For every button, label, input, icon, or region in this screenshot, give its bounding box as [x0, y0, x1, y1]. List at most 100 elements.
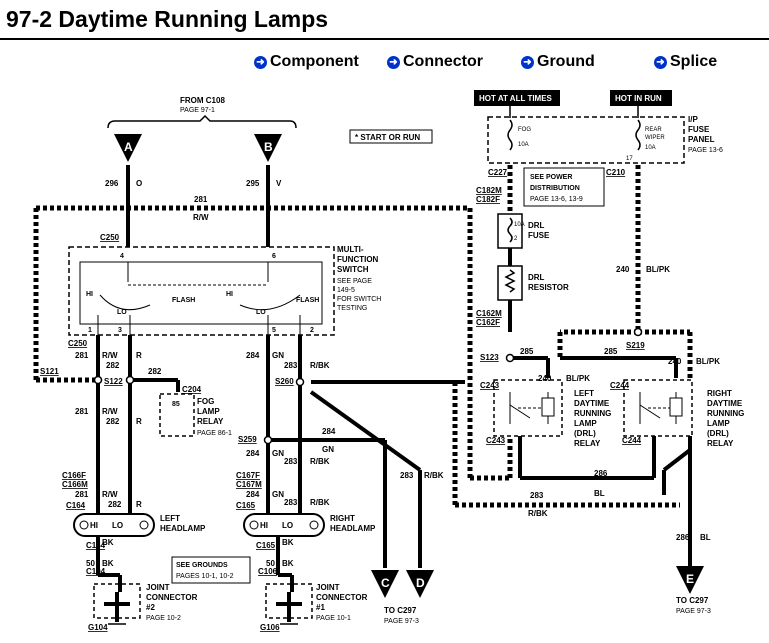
svg-text:PANEL: PANEL [688, 135, 715, 144]
svg-text:FUSE: FUSE [688, 125, 710, 134]
svg-text:S122: S122 [104, 377, 123, 386]
svg-text:RELAY: RELAY [574, 439, 601, 448]
joint-connector-1[interactable]: JOINT CONNECTOR #1 PAGE 10-1 [265, 583, 368, 625]
svg-text:C162F: C162F [476, 318, 500, 327]
legend: ➜Component ➜Connector ➜Ground ➜Splice [0, 53, 769, 77]
wire-labels: 296 O 295 V 281 R/W [105, 179, 282, 222]
svg-text:C204: C204 [182, 385, 202, 394]
svg-text:R/BK: R/BK [424, 471, 444, 480]
legend-splice-label: Splice [670, 53, 718, 70]
svg-text:SEE POWER: SEE POWER [530, 174, 572, 181]
legend-component-label: Component [270, 53, 359, 70]
page-header: 97-2 Daytime Running Lamps [0, 0, 769, 44]
svg-text:DRL: DRL [528, 221, 545, 230]
svg-text:281: 281 [75, 490, 89, 499]
svg-text:240: 240 [538, 374, 552, 383]
svg-text:C165: C165 [256, 541, 276, 550]
svg-text:A: A [124, 140, 133, 154]
svg-text:BL: BL [700, 533, 711, 542]
svg-text:GN: GN [322, 445, 334, 454]
joint-connector-2[interactable]: JOINT CONNECTOR #2 PAGE 10-2 [93, 583, 198, 625]
svg-text:C166M: C166M [62, 480, 88, 489]
terminal-d[interactable]: D [406, 570, 434, 598]
svg-text:RIGHT: RIGHT [330, 514, 355, 523]
svg-text:C244: C244 [610, 381, 630, 390]
svg-text:10A: 10A [645, 145, 656, 151]
terminal-a[interactable]: A [114, 134, 142, 162]
svg-text:C182F: C182F [476, 195, 500, 204]
left-drl-relay[interactable]: LEFT DAYTIME RUNNING LAMP (DRL) RELAY [493, 379, 611, 448]
splice-s260[interactable] [295, 377, 305, 387]
fog-lamp-relay[interactable]: 85 FOG LAMP RELAY PAGE 86-1 [159, 393, 232, 437]
terminal-b[interactable]: B [254, 134, 282, 162]
svg-text:285: 285 [520, 347, 534, 356]
svg-text:RELAY: RELAY [197, 417, 224, 426]
drl-resistor[interactable]: DRL RESISTOR [497, 265, 569, 301]
svg-text:#1: #1 [316, 603, 325, 612]
hot-at-all-times-tag: HOT AT ALL TIMES [474, 90, 560, 106]
splice-s122[interactable] [125, 375, 135, 385]
svg-text:FLASH: FLASH [296, 297, 319, 304]
svg-text:17: 17 [626, 156, 633, 162]
svg-text:WIPER: WIPER [645, 135, 665, 141]
svg-text:1: 1 [88, 327, 92, 334]
svg-text:295: 295 [246, 179, 260, 188]
svg-text:RESISTOR: RESISTOR [528, 283, 569, 292]
terminal-e[interactable]: E [676, 566, 704, 594]
svg-text:LEFT: LEFT [160, 514, 180, 523]
connector-labels: C250 C250 S121 S122 C204 S260 S259 C166F… [40, 168, 645, 632]
svg-text:6: 6 [272, 253, 276, 260]
splice-s123[interactable] [505, 353, 515, 363]
svg-text:283: 283 [400, 471, 414, 480]
svg-text:C162M: C162M [476, 309, 502, 318]
fuse-panel[interactable]: FOG 10A REAR WIPER 10A 17 I/P FUSE PANEL… [487, 115, 723, 164]
svg-text:2: 2 [514, 236, 518, 242]
svg-text:10A: 10A [514, 222, 525, 228]
legend-component[interactable]: ➜Component [254, 53, 359, 71]
drl-fuse[interactable]: 10A 2 DRL FUSE [497, 213, 550, 249]
header-divider [0, 38, 769, 40]
svg-text:PAGE 86-1: PAGE 86-1 [197, 430, 232, 437]
svg-text:MULTI-: MULTI- [337, 245, 364, 254]
arrow-circle-icon: ➜ [654, 56, 667, 69]
splices [93, 327, 643, 445]
svg-text:BL/PK: BL/PK [566, 374, 590, 383]
splice-s219[interactable] [633, 327, 643, 337]
svg-text:R/W: R/W [102, 407, 118, 416]
svg-text:R/BK: R/BK [528, 509, 548, 518]
legend-connector[interactable]: ➜Connector [387, 53, 483, 71]
left-headlamp[interactable]: HI LO LEFT HEADLAMP [73, 513, 206, 537]
svg-text:282: 282 [106, 361, 120, 370]
multi-function-switch[interactable]: 4 6 1 3 5 2 HI LO FLASH HI LO FLASH MULT… [68, 245, 381, 336]
legend-ground[interactable]: ➜Ground [521, 53, 595, 71]
svg-text:283: 283 [284, 361, 298, 370]
start-or-run-note: * START OR RUN [349, 129, 433, 144]
svg-text:(DRL): (DRL) [574, 429, 596, 438]
splice-s121[interactable] [93, 375, 103, 385]
svg-text:85: 85 [172, 401, 180, 408]
svg-text:S123: S123 [480, 353, 499, 362]
svg-text:LAMP: LAMP [707, 419, 730, 428]
right-headlamp[interactable]: HI LO RIGHT HEADLAMP [243, 513, 376, 537]
svg-text:* START OR RUN: * START OR RUN [355, 133, 420, 142]
splice-s259[interactable] [263, 435, 273, 445]
legend-splice[interactable]: ➜Splice [654, 53, 717, 71]
svg-text:PAGES 10-1, 10-2: PAGES 10-1, 10-2 [176, 573, 234, 580]
svg-text:CONNECTOR: CONNECTOR [316, 593, 368, 602]
svg-text:FOG: FOG [518, 127, 531, 133]
terminal-c[interactable]: C [371, 570, 399, 598]
svg-text:S219: S219 [626, 341, 645, 350]
svg-text:BK: BK [102, 559, 114, 568]
to-c297-page-right: PAGE 97-3 [676, 608, 711, 615]
svg-text:G104: G104 [88, 623, 108, 632]
svg-text:FOG: FOG [197, 397, 214, 406]
svg-text:281: 281 [75, 351, 89, 360]
right-drl-relay[interactable]: RIGHT DAYTIME RUNNING LAMP (DRL) RELAY [623, 379, 744, 448]
svg-text:C250: C250 [100, 233, 120, 242]
see-power-note: SEE POWER DISTRIBUTION PAGE 13-6, 13-9 [523, 167, 605, 207]
svg-text:BK: BK [102, 538, 114, 547]
svg-text:C167F: C167F [236, 471, 260, 480]
svg-text:SEE GROUNDS: SEE GROUNDS [176, 562, 228, 569]
svg-text:240: 240 [616, 265, 630, 274]
wire-labels-right: 240 BL/PK 285 285 240 BL/PK 240 BL/PK 28… [520, 265, 720, 542]
